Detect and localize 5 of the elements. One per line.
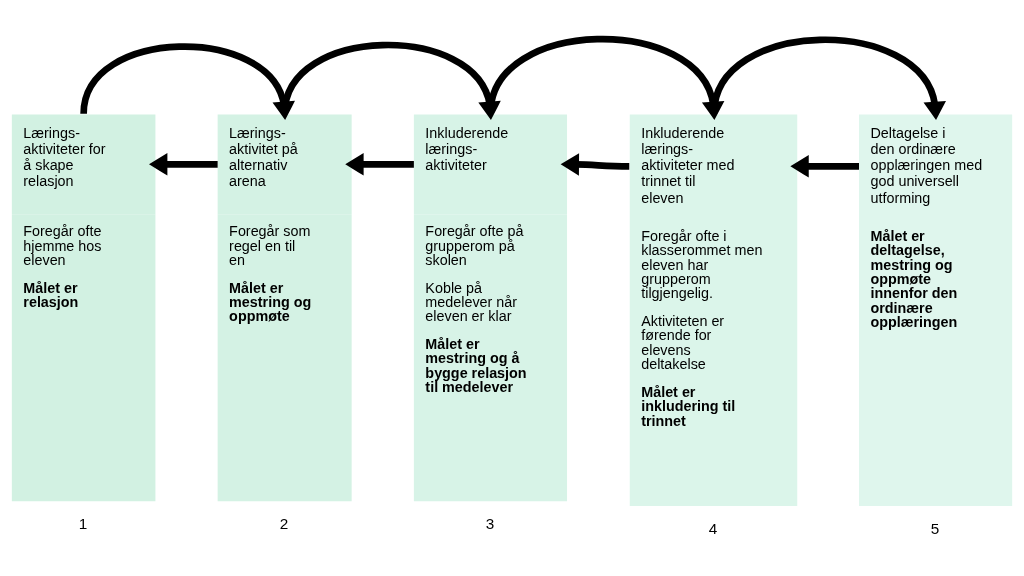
node-label: 3 (485, 514, 495, 532)
node-label: 2 (279, 514, 289, 532)
node-label: 5 (930, 519, 940, 537)
node-label: 4 (708, 519, 718, 537)
node-label: 1 (78, 514, 88, 532)
